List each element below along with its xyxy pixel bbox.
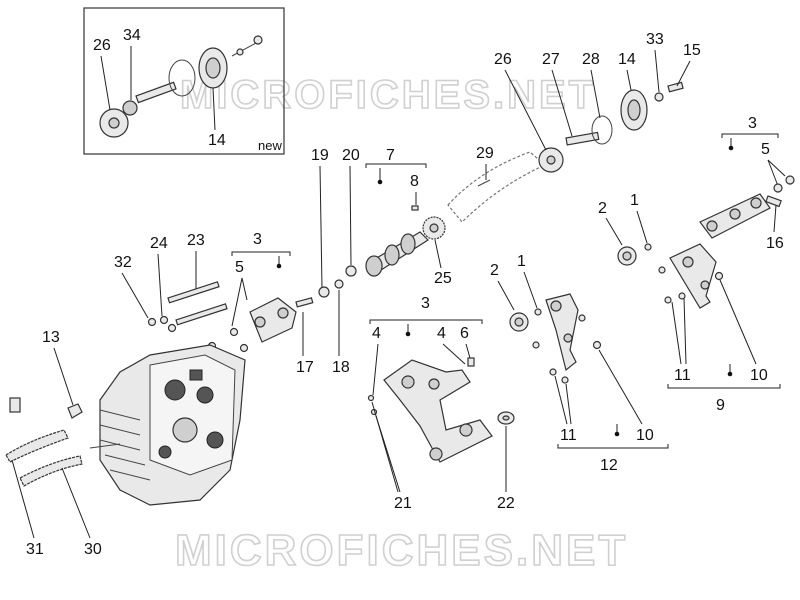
label-21: 21 [394,495,412,512]
label-17: 17 [296,359,314,376]
camshaft [365,231,429,277]
cam-chain [447,151,547,223]
label-23: 23 [187,232,205,249]
label-15: 15 [683,42,701,59]
label-12: 12 [600,457,618,474]
label-3-center: 3 [421,295,430,312]
label-18: 18 [332,359,350,376]
inset-new-label: new [258,138,282,153]
chain-tensioner [9,397,83,419]
label-3-left: 3 [253,231,262,248]
cam-sprocket-inset [99,108,129,138]
rocker-arm-right [699,193,771,239]
label-1-mid: 1 [517,253,526,270]
label-33: 33 [646,31,664,48]
rocker-support-mid [545,293,579,372]
chain-guide-30 [19,455,83,487]
label-30: 30 [84,541,102,558]
label-10-mid: 10 [636,427,654,444]
label-10-right: 10 [750,367,768,384]
label-5-left: 5 [235,259,244,276]
label-19: 19 [311,147,329,164]
label-1-right: 1 [630,192,639,209]
label-7: 7 [386,147,395,164]
studs [147,281,249,353]
rocker-arm-left [249,297,297,343]
label-14-inset: 14 [208,132,226,149]
watermark-top: MICROFICHES.NET [180,73,596,117]
label-29: 29 [476,145,494,162]
label-9: 9 [716,397,725,414]
label-3-right: 3 [748,115,757,132]
nut-22 [497,411,515,425]
label-27: 27 [542,51,560,68]
label-6: 6 [460,325,469,342]
rocker-support-right [669,243,717,309]
inset-new-parts: 26 34 14 new [83,7,285,155]
label-26-inset: 26 [93,37,111,54]
label-11-mid: 11 [560,427,577,444]
tappet-mid [509,312,529,332]
cover-inset [198,47,228,89]
camshaft-gear [422,216,446,240]
tappet-right [617,246,637,266]
label-22: 22 [497,495,515,512]
chain-guide-31 [5,429,69,463]
label-31: 31 [26,541,44,558]
label-24: 24 [150,235,168,252]
label-13: 13 [42,329,60,346]
label-34: 34 [123,27,141,44]
label-2-right: 2 [598,200,607,217]
label-2-mid: 2 [490,262,499,279]
label-5-right: 5 [761,141,770,158]
label-4-left: 4 [372,325,381,342]
watermark-bottom: MICROFICHES.NET [175,526,628,575]
label-11-right: 11 [674,367,691,384]
cam-sprocket [538,147,564,173]
label-32: 32 [114,254,132,271]
label-20: 20 [342,147,360,164]
label-26: 26 [494,51,512,68]
rocker-support-center [383,359,493,463]
label-25: 25 [434,270,452,287]
label-28: 28 [582,51,600,68]
label-8: 8 [410,173,419,190]
label-14: 14 [618,51,636,68]
cylinder-head [89,344,246,506]
timing-cover [620,89,648,131]
label-4-right: 4 [437,325,446,342]
label-16: 16 [766,235,784,252]
